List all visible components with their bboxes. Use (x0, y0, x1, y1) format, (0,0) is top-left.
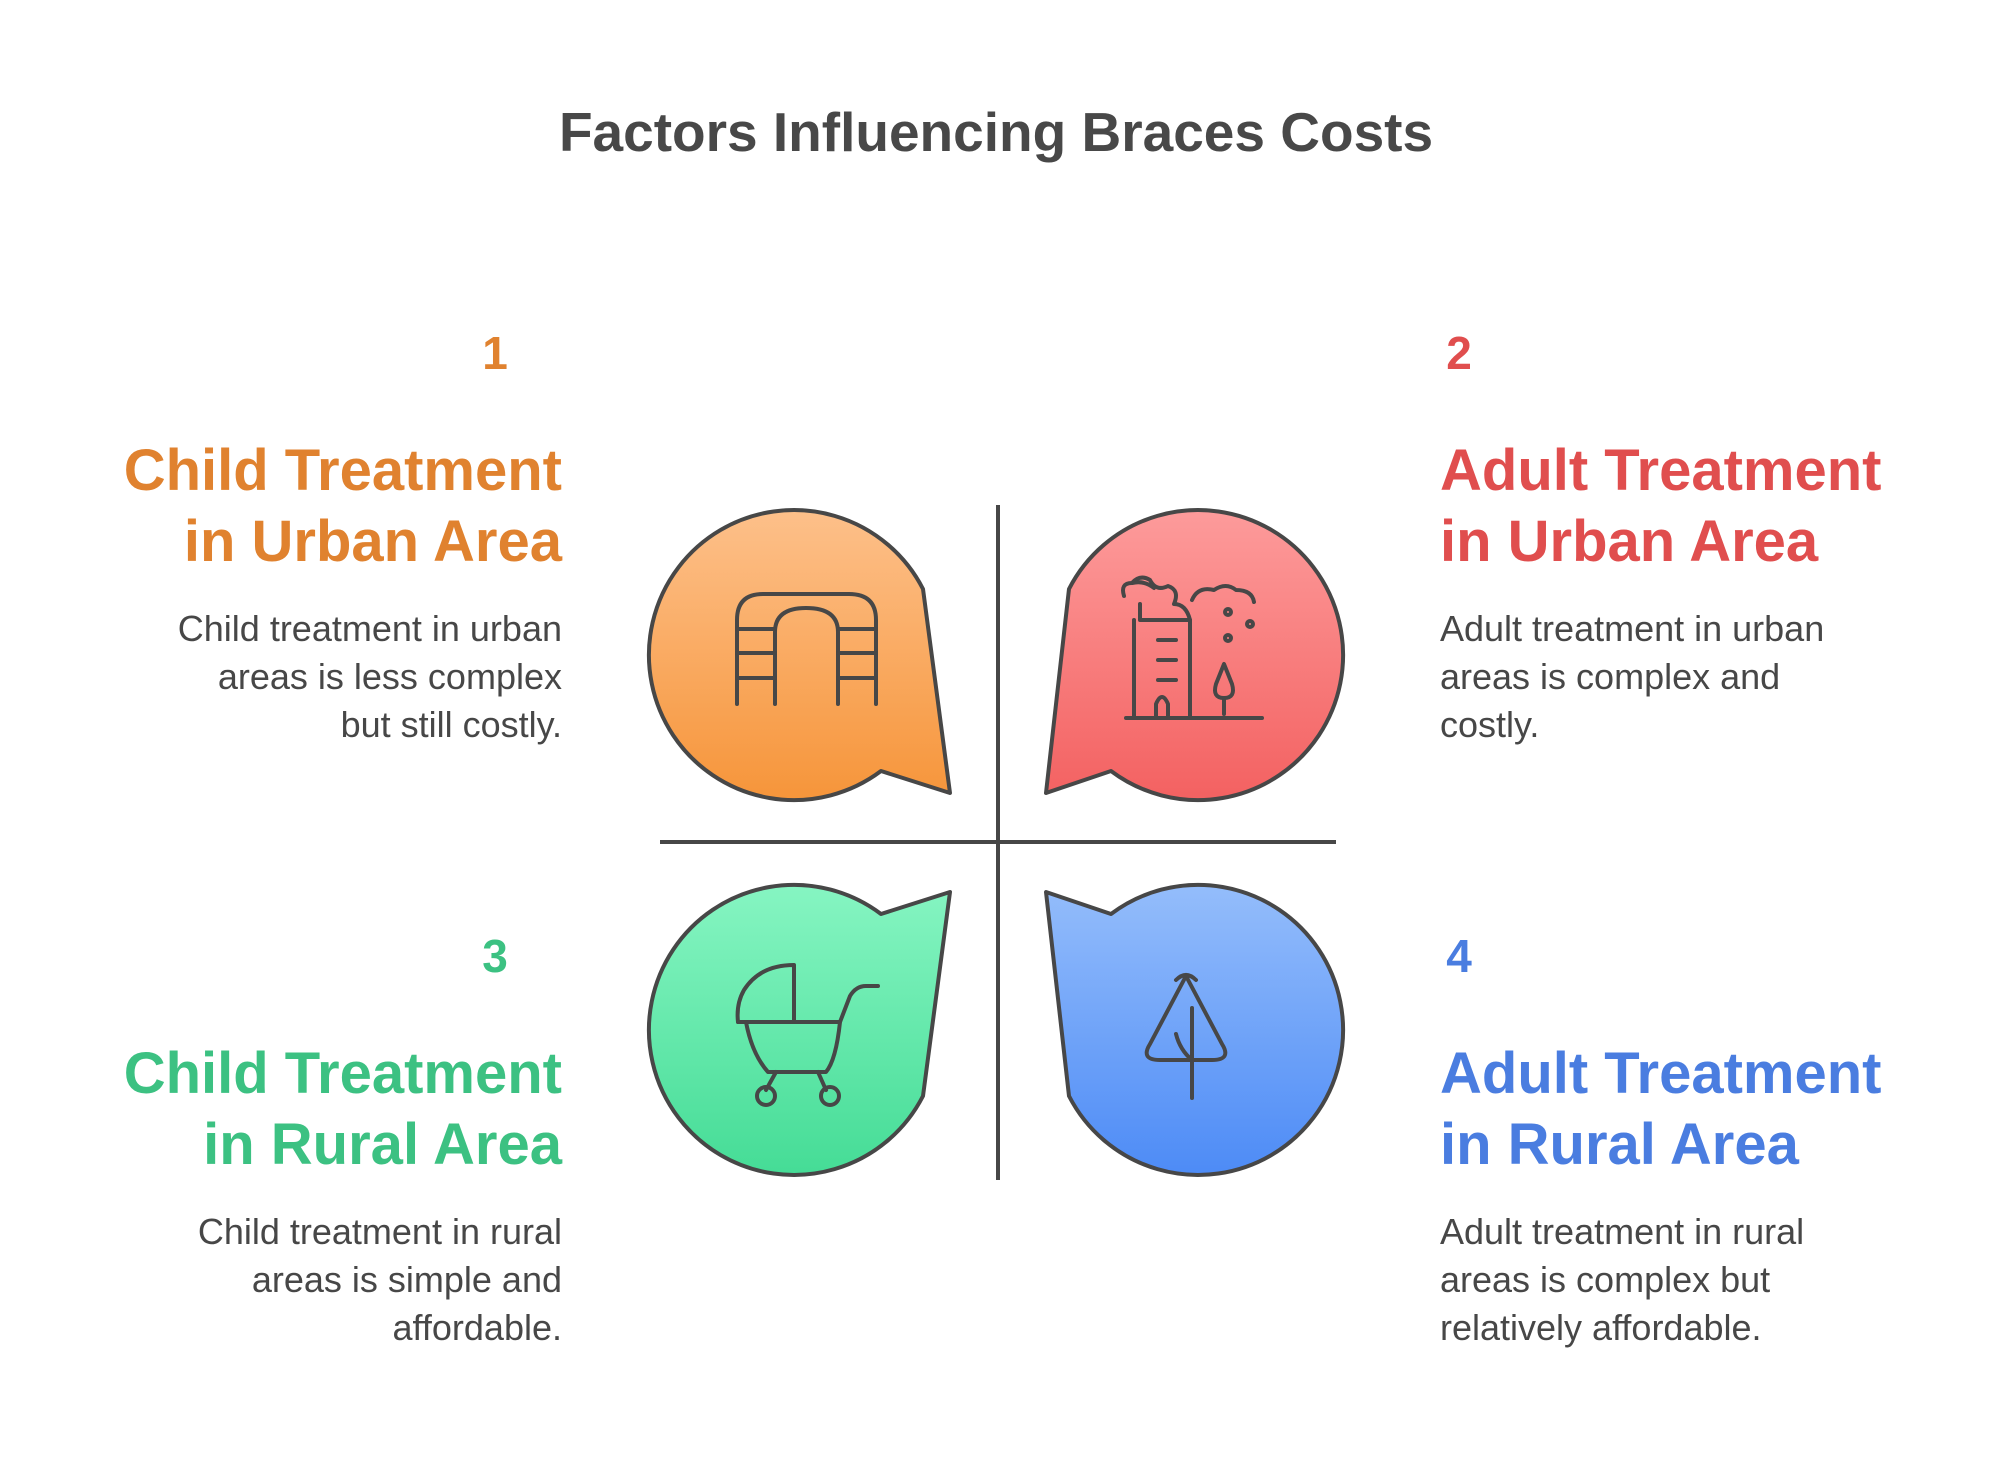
bubble-child-urban (646, 508, 952, 803)
diagram-title: Factors Influencing Braces Costs (558, 101, 1434, 163)
heading-adult-urban: Adult Treatment in Urban Area (1440, 435, 1920, 577)
description-child-rural-line1: Child treatment in rural (197, 1211, 562, 1252)
description-adult-urban-line1: Adult treatment in urban (1440, 608, 1825, 649)
description-adult-urban-line3: costly. (1440, 704, 1540, 745)
description-adult-rural-line1: Adult treatment in rural (1440, 1211, 1805, 1252)
heading-adult-rural: Adult Treatment in Rural Area (1440, 1038, 1920, 1180)
step-number-4: 4 (1446, 930, 1472, 982)
description-child-rural-line2: areas is simple and (251, 1259, 562, 1300)
bubble-adult-urban (1044, 508, 1346, 803)
description-child-urban: Child treatment in urban areas is less c… (82, 605, 562, 749)
description-child-urban-line2: areas is less complex (217, 656, 562, 697)
description-adult-rural-line3: relatively affordable. (1440, 1307, 1762, 1348)
heading-child-rural-line2: in Rural Area (203, 1112, 562, 1177)
heading-child-urban-line2: in Urban Area (183, 509, 562, 574)
stroller-icon (735, 963, 880, 1107)
step-number-3: 3 (482, 930, 508, 982)
heading-adult-urban-line2: in Urban Area (1440, 509, 1819, 574)
description-adult-urban: Adult treatment in urban areas is comple… (1440, 605, 1920, 749)
heading-child-urban-line1: Child Treatment (123, 438, 562, 503)
description-adult-rural: Adult treatment in rural areas is comple… (1440, 1208, 1920, 1352)
description-adult-rural-line2: areas is complex but (1440, 1259, 1771, 1300)
heading-adult-urban-line1: Adult Treatment (1440, 438, 1882, 503)
jungle-gym-icon (735, 592, 878, 706)
tree-icon (1144, 973, 1228, 1100)
city-building-icon (1121, 575, 1264, 720)
heading-child-urban: Child Treatment in Urban Area (82, 435, 562, 577)
bubble-adult-rural (1044, 882, 1346, 1177)
description-child-rural: Child treatment in rural areas is simple… (82, 1208, 562, 1352)
description-child-rural-line3: affordable. (392, 1307, 562, 1348)
step-number-2: 2 (1446, 327, 1472, 379)
description-adult-urban-line2: areas is complex and (1440, 656, 1781, 697)
heading-child-rural: Child Treatment in Rural Area (82, 1038, 562, 1180)
description-child-urban-line1: Child treatment in urban (177, 608, 562, 649)
description-child-urban-line3: but still costly. (340, 704, 562, 745)
bubble-child-rural (646, 882, 952, 1177)
heading-adult-rural-line2: in Rural Area (1440, 1112, 1799, 1177)
heading-child-rural-line1: Child Treatment (123, 1041, 562, 1106)
step-number-1: 1 (482, 327, 508, 379)
heading-adult-rural-line1: Adult Treatment (1440, 1041, 1882, 1106)
